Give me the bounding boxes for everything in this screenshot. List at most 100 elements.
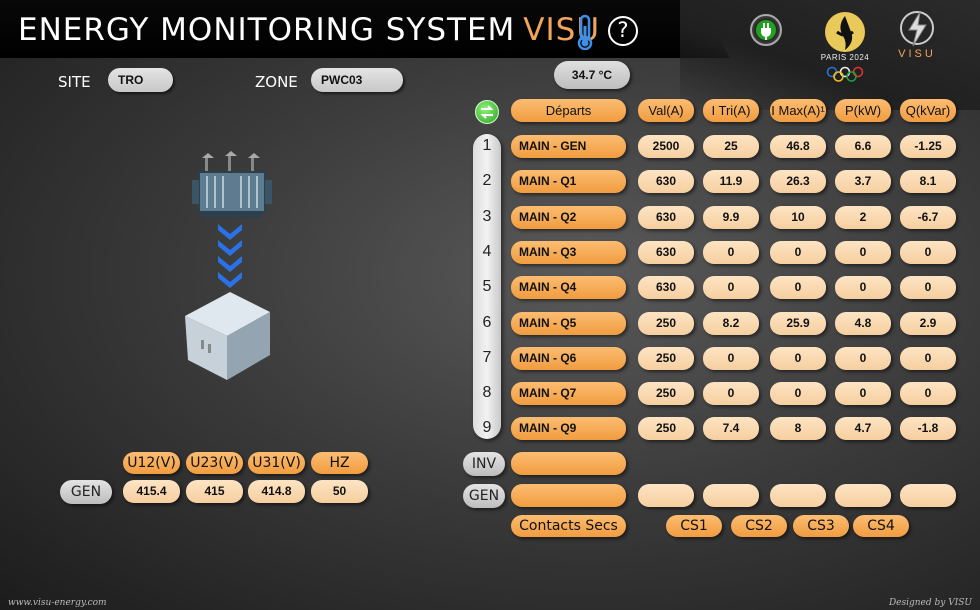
departure-name[interactable]: MAIN - Q1 — [511, 170, 626, 194]
lightning-icon — [900, 11, 934, 47]
footer-website[interactable]: www.visu-energy.com — [8, 598, 107, 608]
voltage-header-2: U31(V) — [248, 452, 305, 474]
table-cell: 11.9 — [703, 170, 759, 194]
row-number: 5 — [482, 278, 492, 296]
table-header-1: Val(A) — [638, 99, 694, 122]
departure-name[interactable]: MAIN - Q3 — [511, 240, 626, 264]
gen-row-cell-3 — [770, 484, 826, 507]
gen-row-cell-4 — [835, 484, 891, 507]
olympic-logo-graphic — [825, 12, 865, 82]
row-number-column: 1 2 3 4 5 6 7 8 9 — [473, 134, 501, 439]
table-cell: 2500 — [638, 135, 694, 158]
departure-name[interactable]: MAIN - Q6 — [511, 346, 626, 370]
table-cell: 0 — [703, 276, 759, 300]
table-cell: 630 — [638, 276, 694, 300]
row-number: 4 — [482, 242, 492, 260]
plug-glyph-icon — [756, 20, 776, 40]
contact-4[interactable]: CS4 — [853, 515, 909, 537]
table-cell: 0 — [900, 276, 956, 300]
gen-row-cell-2 — [703, 484, 759, 507]
table-cell: 250 — [638, 382, 694, 406]
table-cell: 0 — [835, 346, 891, 370]
title-text: ENERGY MONITORING SYSTEM — [18, 12, 516, 48]
voltage-header-0: U12(V) — [123, 452, 180, 474]
table-cell: -1.25 — [900, 135, 956, 158]
row-number: 9 — [482, 419, 492, 437]
table-cell: 0 — [770, 346, 826, 370]
departure-name[interactable]: MAIN - Q4 — [511, 276, 626, 300]
departure-name[interactable]: MAIN - GEN — [511, 135, 626, 158]
row-number: 1 — [482, 137, 492, 154]
departure-name[interactable]: MAIN - Q5 — [511, 311, 626, 335]
table-cell: 10 — [770, 205, 826, 229]
zone-value[interactable]: PWC03 — [311, 68, 403, 92]
table-cell: 0 — [703, 240, 759, 264]
contact-2[interactable]: CS2 — [731, 515, 787, 537]
gen-row-label: GEN — [463, 484, 505, 508]
flow-chevrons — [218, 224, 242, 288]
table-cell: 0 — [835, 240, 891, 264]
table-cell: 26.3 — [770, 170, 826, 194]
table-cell: 630 — [638, 170, 694, 194]
voltage-value-3: 50 — [311, 480, 368, 503]
table-cell: 3.7 — [835, 170, 891, 194]
table-cell: 4.7 — [835, 417, 891, 441]
row-number: 8 — [482, 384, 492, 402]
table-cell: 630 — [638, 240, 694, 264]
plug-icon[interactable] — [750, 14, 782, 46]
table-cell: 0 — [703, 382, 759, 406]
table-cell: 2.9 — [900, 311, 956, 335]
contact-3[interactable]: CS3 — [793, 515, 849, 537]
table-cell: 250 — [638, 311, 694, 335]
gen-row-cell-5 — [900, 484, 956, 507]
table-header-4: P(kW) — [835, 99, 891, 122]
departure-name[interactable]: MAIN - Q2 — [511, 205, 626, 229]
table-cell: 8.1 — [900, 170, 956, 194]
table-cell: 0 — [703, 346, 759, 370]
table-cell: 7.4 — [703, 417, 759, 441]
voltage-header-3: HZ — [311, 452, 368, 474]
visu-logo-text: VISU — [898, 48, 936, 60]
transformer-diagram — [185, 151, 272, 380]
gen-row-cell-1 — [638, 484, 694, 507]
table-cell: 0 — [900, 346, 956, 370]
table-header-3: I Max(A)¹ — [770, 99, 826, 122]
table-cell: 250 — [638, 417, 694, 441]
table-cell: 630 — [638, 205, 694, 229]
voltage-header-1: U23(V) — [186, 452, 243, 474]
thermometer-icon[interactable] — [575, 14, 595, 50]
table-cell: 0 — [770, 382, 826, 406]
voltage-value-0: 415.4 — [123, 480, 180, 503]
table-cell: 6.6 — [835, 135, 891, 158]
table-cell: 4.8 — [835, 311, 891, 335]
departure-name[interactable]: MAIN - Q7 — [511, 382, 626, 406]
table-cell: 25 — [703, 135, 759, 158]
site-value[interactable]: TRO — [108, 68, 173, 92]
inv-label: INV — [463, 452, 505, 476]
visu-logo: VISU — [892, 8, 942, 64]
row-number: 6 — [482, 313, 492, 331]
paris-2024-logo: PARIS 2024 — [810, 8, 880, 82]
table-cell: 0 — [900, 382, 956, 406]
table-cell: -1.8 — [900, 417, 956, 441]
row-number: 3 — [482, 207, 492, 225]
gen-row-name-cell — [511, 484, 626, 507]
contact-1[interactable]: CS1 — [666, 515, 722, 537]
swap-icon[interactable] — [475, 100, 499, 124]
site-label: SITE — [58, 73, 91, 91]
contacts-secs-label: Contacts Secs — [511, 515, 626, 537]
table-header-2: I Tri(A) — [703, 99, 759, 122]
table-header-0: Départs — [511, 99, 626, 122]
departure-name[interactable]: MAIN - Q9 — [511, 417, 626, 441]
table-cell: 8.2 — [703, 311, 759, 335]
footer-credit: Designed by VISU — [888, 598, 972, 608]
row-number: 7 — [482, 348, 492, 366]
help-icon[interactable]: ? — [608, 16, 638, 46]
table-cell: 9.9 — [703, 205, 759, 229]
table-cell: -6.7 — [900, 205, 956, 229]
row-number: 2 — [482, 172, 492, 190]
table-cell: 0 — [835, 276, 891, 300]
voltage-value-2: 414.8 — [248, 480, 305, 503]
table-cell: 25.9 — [770, 311, 826, 335]
transformer-icon — [192, 151, 272, 218]
